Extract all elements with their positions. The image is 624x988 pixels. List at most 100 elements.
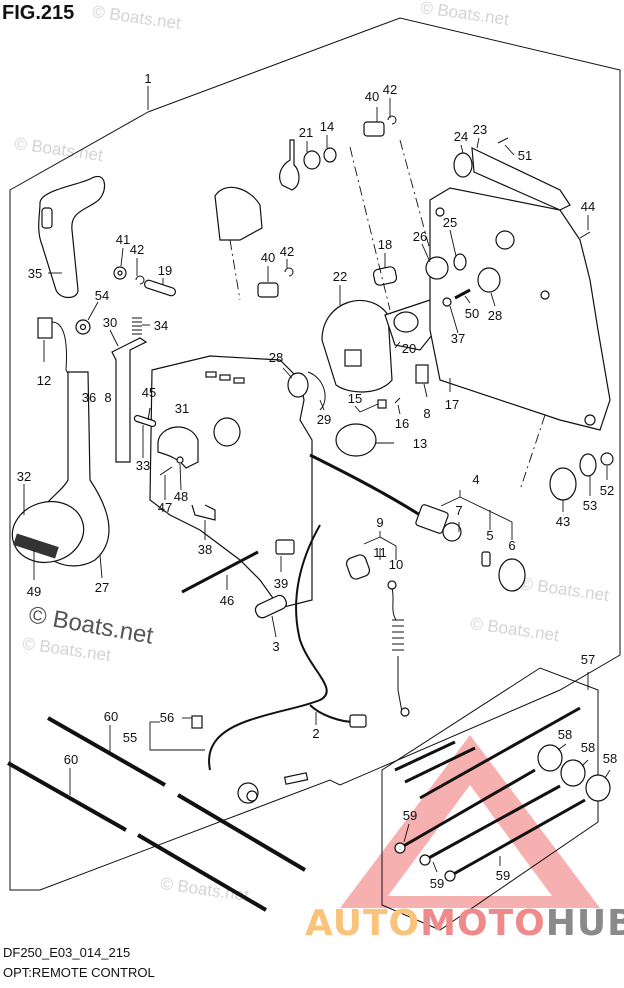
- callout-32: 32: [17, 469, 31, 484]
- switch-wires: [309, 453, 421, 517]
- housing-slot: [205, 371, 217, 378]
- callout-59-a: 59: [403, 808, 417, 823]
- wire: [51, 321, 73, 381]
- key-switch: [415, 504, 449, 534]
- housing-slot: [219, 374, 231, 381]
- lever-bracket: [111, 337, 148, 463]
- gear-plate: [321, 299, 393, 393]
- logo-moto: MOTO: [420, 903, 546, 944]
- screw: [394, 397, 401, 404]
- callout-55: 55: [123, 730, 137, 745]
- callout-3: 3: [272, 639, 279, 654]
- control-handle: [38, 175, 106, 299]
- harness-plug: [349, 714, 367, 728]
- key-switch-nut: [442, 522, 462, 542]
- callout-28-right: 28: [488, 308, 502, 323]
- harness-plug: [283, 772, 309, 785]
- logo-auto: AUTO: [305, 903, 421, 944]
- screw: [147, 407, 151, 421]
- callout-8-left: 8: [104, 390, 111, 405]
- callout-45: 45: [142, 385, 156, 400]
- wiring-harness: [309, 704, 356, 723]
- lanyard-coil: [387, 580, 410, 717]
- callout-9: 9: [376, 515, 383, 530]
- callout-16: 16: [395, 416, 409, 431]
- cover-housing: [429, 187, 611, 431]
- callout-30: 30: [103, 315, 117, 330]
- callout-35: 35: [28, 266, 42, 281]
- nut: [176, 456, 184, 464]
- spacers: [537, 744, 611, 802]
- callout-48: 48: [174, 489, 188, 504]
- callout-22: 22: [333, 269, 347, 284]
- callout-58-c: 58: [603, 751, 617, 766]
- pin: [143, 279, 177, 297]
- callout-43: 43: [556, 514, 570, 529]
- nut: [600, 452, 614, 466]
- spring: [132, 317, 142, 335]
- callout-8: 8: [423, 406, 430, 421]
- callout-18: 18: [378, 237, 392, 252]
- washer: [579, 453, 597, 477]
- pivot: [372, 266, 398, 286]
- callout-19: 19: [158, 263, 172, 278]
- kit-outline: [381, 667, 599, 931]
- stop-switch: [345, 554, 371, 580]
- slide-plate: [471, 147, 571, 211]
- callout-10: 10: [389, 557, 403, 572]
- callout-6: 6: [508, 538, 515, 553]
- key: [481, 551, 491, 567]
- e-clip: [284, 267, 294, 277]
- callout-12: 12: [37, 373, 51, 388]
- callout-23: 23: [473, 122, 487, 137]
- connector: [275, 539, 295, 555]
- callout-37: 37: [451, 331, 465, 346]
- callout-59-b: 59: [430, 876, 444, 891]
- callouts: 1 2 3 4 5 6 7 8 8 9 10 11 12 13 14 15 16…: [17, 71, 617, 891]
- callout-54: 54: [95, 288, 109, 303]
- callout-36: 36: [82, 390, 96, 405]
- screw: [497, 137, 509, 144]
- cover-boss: [435, 207, 445, 217]
- callout-60-a: 60: [104, 709, 118, 724]
- screw: [454, 288, 471, 300]
- callout-47: 47: [158, 500, 172, 515]
- callout-13: 13: [413, 436, 427, 451]
- callout-46: 46: [220, 593, 234, 608]
- callout-7: 7: [455, 503, 462, 518]
- gear: [425, 256, 449, 280]
- ring: [307, 371, 326, 411]
- roller: [549, 467, 577, 501]
- housing-slot: [233, 377, 245, 384]
- callout-20: 20: [402, 341, 416, 356]
- callout-17: 17: [445, 397, 459, 412]
- clip: [191, 504, 216, 521]
- callout-38: 38: [198, 542, 212, 557]
- bushing: [287, 372, 309, 398]
- e-clip: [387, 115, 397, 125]
- callout-21: 21: [299, 125, 313, 140]
- round-connector-pins: [246, 790, 258, 802]
- gear-square: [344, 349, 362, 367]
- key-cap: [498, 558, 526, 592]
- callout-1: 1: [144, 71, 151, 86]
- fuse: [191, 715, 203, 729]
- callout-27: 27: [95, 580, 109, 595]
- spacer: [254, 594, 287, 619]
- callout-58-a: 58: [558, 727, 572, 742]
- throttle-arm: [278, 139, 300, 191]
- diagram-code: DF250_E03_014_215: [3, 945, 131, 960]
- callout-2: 2: [312, 726, 319, 741]
- automotohub-logo: AUTOMOTOHUB: [305, 903, 624, 944]
- figure-title: FIG.215: [2, 2, 75, 24]
- seal: [453, 152, 473, 178]
- callout-39: 39: [274, 576, 288, 591]
- mounting-bolts: [394, 768, 586, 882]
- link-hole: [393, 311, 419, 333]
- callout-42: 42: [130, 242, 144, 257]
- upper-bracket: [214, 186, 263, 241]
- callout-29: 29: [317, 412, 331, 427]
- callout-58-b: 58: [581, 740, 595, 755]
- plate: [133, 414, 157, 428]
- callout-31: 31: [175, 401, 189, 416]
